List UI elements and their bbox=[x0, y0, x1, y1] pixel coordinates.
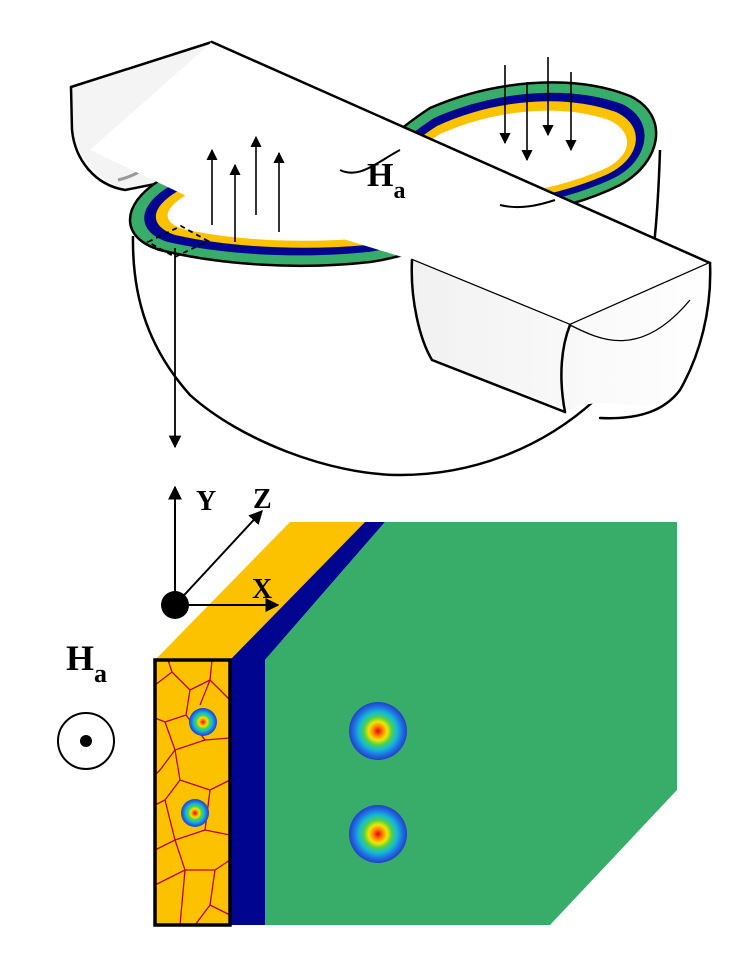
yellow-layer-outline bbox=[153, 658, 232, 927]
vortex-green-1 bbox=[349, 702, 407, 760]
field-arrows-down bbox=[499, 57, 577, 162]
yellow-layer-top bbox=[155, 522, 365, 660]
cross-bar bbox=[90, 40, 712, 420]
axis-label-z: Z bbox=[253, 484, 272, 515]
vortex-yellow-1 bbox=[189, 708, 217, 736]
circle-dot-icon bbox=[57, 712, 115, 770]
yellow-layer-front bbox=[155, 660, 230, 925]
blue-layer-front bbox=[230, 660, 265, 925]
vortex-green-2 bbox=[349, 805, 407, 863]
zoom-region-box bbox=[146, 224, 210, 259]
axis-origin bbox=[161, 591, 189, 619]
zoomed-cross-section: Y Z X Ha bbox=[57, 484, 677, 927]
magnet-assembly: Ha bbox=[69, 40, 712, 477]
z-axis-arrow bbox=[174, 509, 263, 606]
vortex-yellow-2 bbox=[181, 799, 209, 827]
field-label-left: Ha bbox=[66, 638, 107, 688]
grain-boundaries bbox=[154, 659, 231, 926]
axis-label-y: Y bbox=[196, 486, 216, 517]
coordinate-axes: Y Z X bbox=[161, 484, 280, 619]
blue-layer-top bbox=[230, 522, 385, 660]
axis-label-x: X bbox=[252, 574, 272, 605]
field-arrows-up bbox=[206, 135, 285, 242]
field-label-top: Ha bbox=[367, 157, 405, 204]
